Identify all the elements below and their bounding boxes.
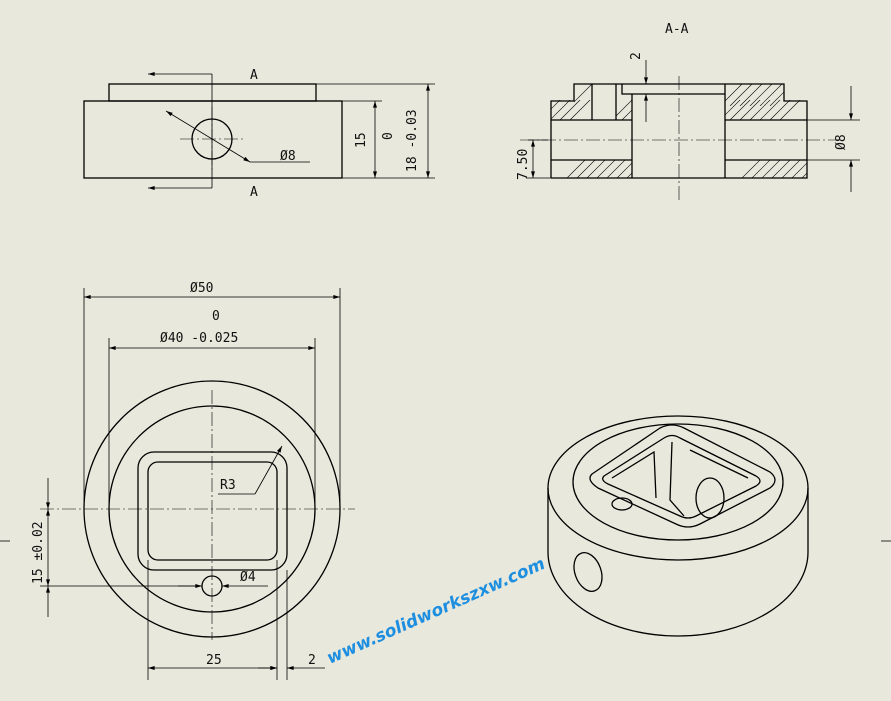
watermark: www.solidworkszxw.com <box>324 554 548 669</box>
pocket-inner <box>147 461 278 561</box>
isometric-view <box>547 415 809 637</box>
front-height-18: 18 -0.03 <box>405 109 420 172</box>
top-view: Ø50 0 Ø40 -0.025 R3 Ø4 25 2 15 ±0.02 <box>0 281 891 680</box>
section-outline <box>550 83 808 179</box>
front-top-boss <box>108 83 317 102</box>
pocket-width-dim: 25 <box>206 653 222 668</box>
section-height-dim: 7.50 <box>516 149 531 180</box>
pocket-outer <box>137 451 288 571</box>
front-height-15: 15 <box>354 132 369 148</box>
iso-pocket-outer <box>589 424 776 528</box>
offset-dim: 2 <box>308 653 316 668</box>
section-label-top: A <box>250 68 258 83</box>
small-hole-dim: Ø4 <box>240 570 256 585</box>
section-depth-dim: 2 <box>629 52 644 60</box>
front-view: A A Ø8 15 0 18 -0.03 <box>83 68 435 200</box>
iso-inner-ellipse <box>572 423 784 541</box>
section-title: A-A <box>665 22 689 37</box>
iso-small-hole <box>611 497 633 511</box>
outer-dia-dim: Ø50 <box>190 281 213 296</box>
iso-inner-hole <box>695 477 725 519</box>
inner-dia-dim: Ø40 -0.025 <box>160 331 238 346</box>
radius-dim: R3 <box>220 478 236 493</box>
iso-top-ellipse <box>547 415 809 561</box>
section-view: A-A <box>516 22 860 200</box>
iso-side-hole <box>573 552 603 592</box>
section-label-bottom: A <box>250 185 258 200</box>
position-dim: 15 ±0.02 <box>31 521 46 584</box>
section-hole-dim: Ø8 <box>834 134 849 150</box>
front-height-tol-upper: 0 <box>381 132 396 140</box>
front-hole-dim: Ø8 <box>280 149 296 164</box>
inner-dia-tol-upper: 0 <box>212 309 220 324</box>
